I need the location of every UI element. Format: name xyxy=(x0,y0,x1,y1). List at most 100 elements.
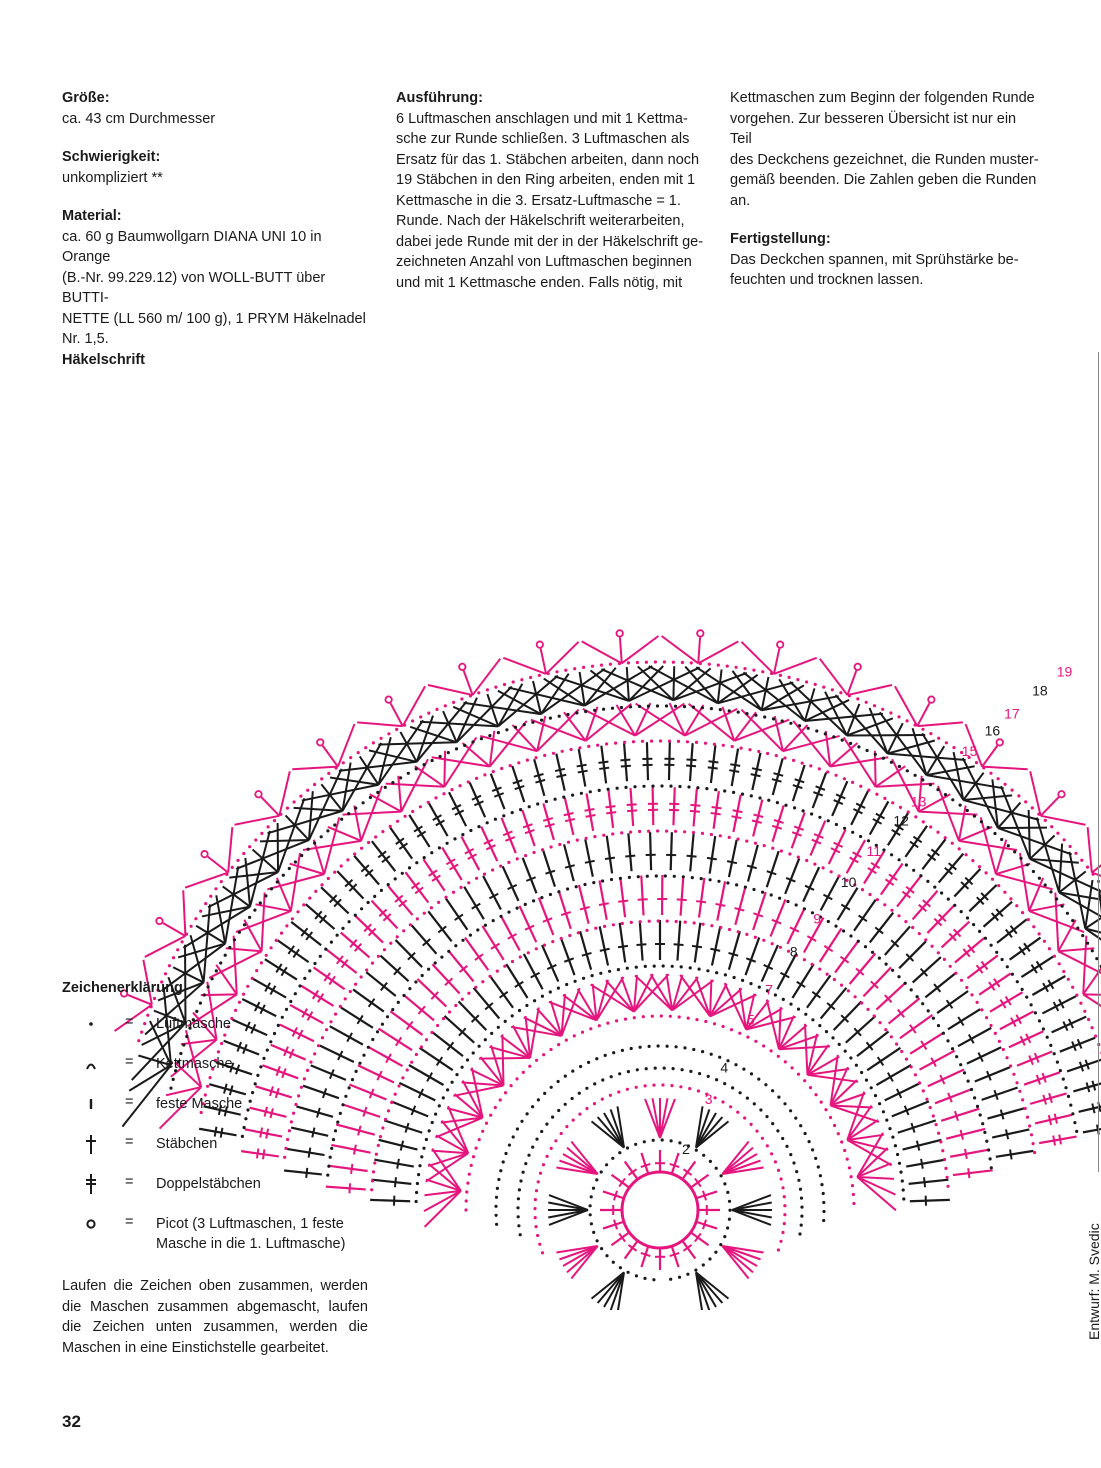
chain-stitch-mark xyxy=(493,817,497,821)
chain-stitch-mark xyxy=(840,738,844,742)
chain-stitch-mark xyxy=(794,1116,798,1120)
difficulty-heading: Schwierigkeit: xyxy=(62,149,161,165)
stitch-bar-mark xyxy=(771,824,783,830)
chain-stitch-mark xyxy=(647,1044,651,1048)
chain-stitch-mark xyxy=(805,858,809,863)
chain-stitch-mark xyxy=(884,1028,888,1032)
chain-stitch-mark xyxy=(255,969,259,973)
stitch-mark xyxy=(404,871,430,904)
cluster-mark xyxy=(427,1152,469,1167)
stitch-bar-mark xyxy=(980,960,989,971)
cluster-mark xyxy=(548,1209,589,1219)
chain-stitch-mark xyxy=(588,1204,592,1208)
chain-stitch-mark xyxy=(510,959,515,964)
chain-stitch-mark xyxy=(783,1204,787,1208)
stitch-mark xyxy=(831,780,849,817)
cluster-mark xyxy=(601,668,674,702)
chain-stitch-mark xyxy=(798,724,802,728)
chain-stitch-mark xyxy=(379,736,383,740)
stitch-mark xyxy=(688,743,694,782)
chain-stitch-mark xyxy=(796,678,800,682)
stitch-mark xyxy=(336,870,365,900)
cluster-mark xyxy=(731,1209,772,1219)
chain-stitch-mark xyxy=(851,1192,856,1197)
chain-stitch-mark xyxy=(366,900,370,905)
stitch-bar-mark xyxy=(259,1004,266,1015)
chain-stitch-mark xyxy=(519,1179,523,1183)
stitch-bar-mark xyxy=(242,1043,248,1055)
chain-stitch-mark xyxy=(484,1121,489,1125)
cluster-mark xyxy=(595,976,625,1021)
chain-stitch-mark xyxy=(712,742,717,746)
stitch-mark xyxy=(541,944,560,983)
chain-stitch-mark xyxy=(285,924,289,928)
stitch-bar-mark xyxy=(694,1232,702,1243)
stitch-mark xyxy=(286,1147,325,1157)
stitch-bar-mark xyxy=(488,892,499,900)
chain-stitch-mark xyxy=(469,1163,473,1167)
stitch-bar-mark xyxy=(1030,964,1038,974)
cluster-mark xyxy=(846,1091,866,1141)
chain-stitch-mark xyxy=(517,1224,521,1228)
chain-stitch-mark xyxy=(637,704,642,708)
stitch-mark xyxy=(472,987,501,1020)
chain-stitch-mark xyxy=(770,942,774,946)
stitch-bar-mark xyxy=(874,926,884,935)
chain-stitch-mark xyxy=(897,764,902,769)
cluster-mark xyxy=(488,730,496,767)
chain-stitch-mark xyxy=(566,887,570,891)
stitch-mark xyxy=(482,875,502,911)
chain-stitch-mark xyxy=(518,1233,522,1237)
stitch-mark xyxy=(670,1152,680,1175)
stitch-mark xyxy=(927,1068,965,1088)
stitch-bar-mark xyxy=(625,854,636,858)
cluster-mark xyxy=(1027,809,1031,859)
chain-stitch-mark xyxy=(343,997,347,1001)
chain-stitch-mark xyxy=(837,874,841,878)
cluster-mark xyxy=(721,1146,754,1175)
stitch-mark xyxy=(751,752,762,791)
chain-stitch-mark xyxy=(719,1243,723,1247)
chain-stitch-mark xyxy=(629,920,633,925)
cluster-mark xyxy=(249,830,271,907)
stitch-bar-mark xyxy=(897,1008,905,1018)
stitch-bar-mark xyxy=(581,951,592,957)
stitch-bar-mark xyxy=(927,853,937,862)
cluster-mark xyxy=(424,1189,462,1197)
chain-stitch-mark xyxy=(1058,1069,1062,1073)
stitch-bar-mark xyxy=(1047,1114,1053,1126)
cluster-mark xyxy=(1083,993,1101,996)
chain-stitch-mark xyxy=(921,727,925,731)
stitch-bar-mark xyxy=(376,1070,383,1081)
chain-stitch-mark xyxy=(203,1093,207,1097)
stitch-mark xyxy=(926,904,955,934)
chain-stitch-mark xyxy=(564,1038,568,1042)
chain-stitch-mark xyxy=(860,1001,864,1005)
cluster-mark xyxy=(1084,927,1101,941)
stitch-bar-mark xyxy=(813,833,824,839)
material-line: ca. 60 g Baumwollgarn DIANA UNI 10 in Or… xyxy=(62,228,322,266)
chain-stitch-mark xyxy=(800,1205,804,1209)
chain-stitch-mark xyxy=(997,884,1001,888)
chain-stitch-mark xyxy=(359,975,363,979)
chain-stitch-mark xyxy=(557,1043,561,1047)
chain-stitch-mark xyxy=(188,1026,192,1030)
stitch-mark xyxy=(834,939,860,974)
chain-stitch-mark xyxy=(745,932,749,937)
cluster-mark xyxy=(1084,879,1094,929)
chain-stitch-mark xyxy=(649,739,654,743)
chain-stitch-mark xyxy=(391,1008,395,1012)
chain-stitch-mark xyxy=(368,795,372,800)
chain-stitch-mark xyxy=(385,1015,390,1019)
chain-stitch-mark xyxy=(656,919,660,923)
chain-stitch-mark xyxy=(799,1124,803,1128)
chain-stitch-mark xyxy=(419,715,423,719)
chain-stitch-mark xyxy=(921,1089,925,1093)
chain-stitch-mark xyxy=(1043,883,1047,887)
stitch-mark xyxy=(398,1081,436,1102)
chain-stitch-mark xyxy=(723,1082,727,1086)
stitch-mark xyxy=(542,850,556,887)
cluster-mark xyxy=(777,1007,782,1050)
cluster-mark xyxy=(255,903,292,913)
chain-stitch-mark xyxy=(176,948,180,952)
